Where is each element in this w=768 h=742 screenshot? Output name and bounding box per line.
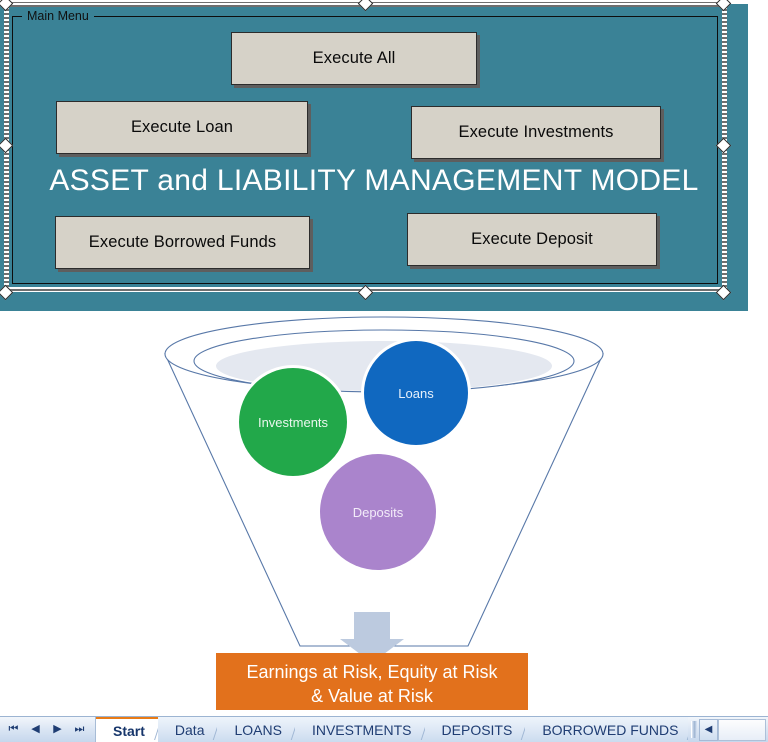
- tab-bar-right-controls: ◀: [688, 717, 768, 742]
- next-sheet-icon[interactable]: ▶: [53, 723, 62, 735]
- panel-title: ASSET and LIABILITY MANAGEMENT MODEL: [49, 164, 699, 197]
- output-box-line1: Earnings at Risk, Equity at Risk: [246, 662, 498, 682]
- sheet-tab-start[interactable]: Start: [96, 717, 158, 742]
- tab-splitter-handle[interactable]: [691, 721, 697, 738]
- previous-sheet-icon[interactable]: ◀: [31, 723, 40, 735]
- horizontal-scroll-left-button[interactable]: ◀: [699, 718, 718, 741]
- output-box: [216, 653, 528, 710]
- funnel-smartart-diagram: Investments Loans Deposits Earnings at R…: [164, 316, 604, 710]
- execute-borrowed-funds-button[interactable]: Execute Borrowed Funds: [55, 216, 310, 269]
- main-menu-form-panel: Main Menu Execute All Execute Loan Execu…: [0, 4, 748, 311]
- bubble-deposits: [320, 454, 436, 570]
- bubble-loans: [364, 341, 468, 445]
- bubble-investments: [239, 368, 347, 476]
- bubble-deposits-label: Deposits: [353, 505, 404, 520]
- main-menu-groupbox-label: Main Menu: [22, 9, 94, 23]
- sheet-tab-investments[interactable]: INVESTMENTS: [294, 717, 425, 742]
- execute-investments-button[interactable]: Execute Investments: [411, 106, 661, 159]
- sheet-tab-data[interactable]: Data: [157, 717, 218, 742]
- execute-all-button[interactable]: Execute All: [231, 32, 477, 85]
- sheet-tabs: Start Data LOANS INVESTMENTS DEPOSITS BO…: [96, 717, 688, 742]
- horizontal-scrollbar-track[interactable]: [718, 718, 766, 741]
- sheet-nav-buttons: ⏮ ◀ ▶ ⏭: [0, 717, 96, 742]
- down-arrow-icon: [340, 612, 404, 663]
- sheet-tab-borrowed-funds[interactable]: BORROWED FUNDS: [525, 717, 688, 742]
- bubble-investments-label: Investments: [258, 415, 329, 430]
- execute-loan-button[interactable]: Execute Loan: [56, 101, 308, 154]
- last-sheet-icon[interactable]: ⏭: [74, 723, 85, 735]
- sheet-tab-bar: ⏮ ◀ ▶ ⏭ Start Data LOANS INVESTMENTS DEP…: [0, 716, 768, 742]
- output-box-line2: & Value at Risk: [311, 686, 434, 706]
- sheet-tab-deposits[interactable]: DEPOSITS: [424, 717, 526, 742]
- bubble-loans-label: Loans: [398, 386, 434, 401]
- execute-deposit-button[interactable]: Execute Deposit: [407, 213, 657, 266]
- sheet-tab-loans[interactable]: LOANS: [217, 717, 295, 742]
- first-sheet-icon[interactable]: ⏮: [8, 723, 19, 735]
